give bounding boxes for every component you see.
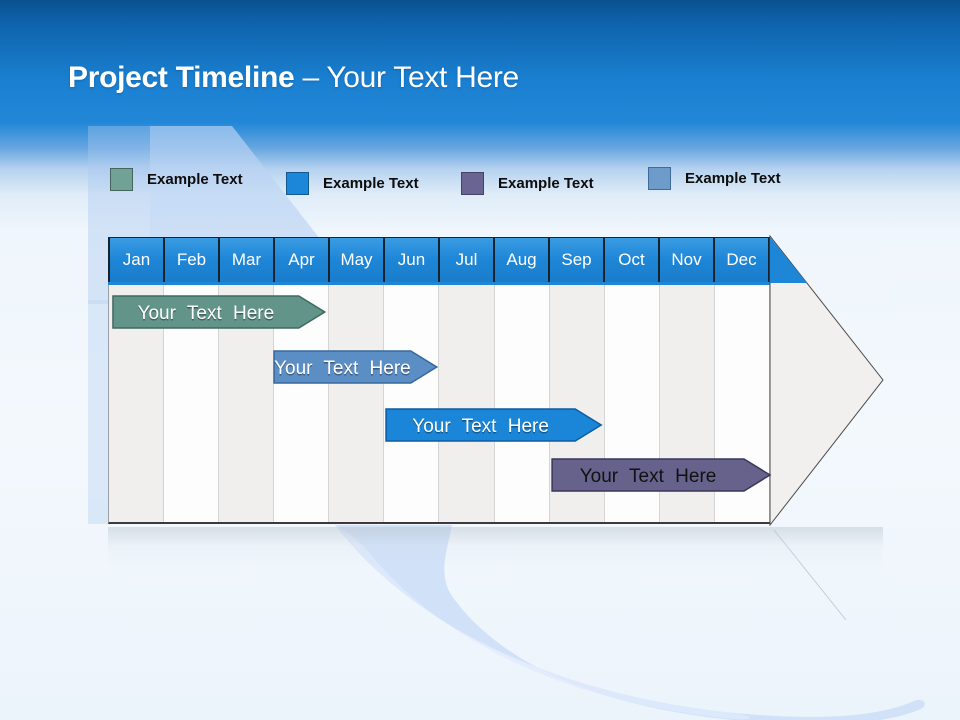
month-cell-oct: Oct [603, 238, 658, 282]
title-subtext: – Your Text Here [302, 61, 519, 94]
timeline-arrow-head[interactable] [769, 235, 885, 526]
legend-item-4[interactable]: Example Text [648, 167, 781, 190]
gantt-bar-2[interactable] [273, 350, 439, 384]
legend-swatch-teal [110, 168, 133, 191]
month-cell-may: May [328, 238, 383, 282]
month-cell-jun: Jun [383, 238, 438, 282]
month-cell-mar: Mar [218, 238, 273, 282]
legend-label: Example Text [147, 171, 243, 188]
timeline-column-jun [384, 285, 440, 522]
arrow-head-blue-wedge [770, 237, 807, 283]
month-cell-dec: Dec [713, 238, 770, 282]
title-bold: Project Timeline [68, 61, 295, 94]
month-cell-nov: Nov [658, 238, 713, 282]
timeline-column-jul [439, 285, 495, 522]
month-cell-apr: Apr [273, 238, 328, 282]
timeline-column-may [329, 285, 385, 522]
arrow-head-shape [769, 235, 884, 526]
legend-swatch-purple [461, 172, 484, 195]
legend-label: Example Text [685, 170, 781, 187]
month-cell-feb: Feb [163, 238, 218, 282]
legend-swatch-blue [286, 172, 309, 195]
gantt-bar-4[interactable] [551, 458, 772, 492]
month-cell-jan: Jan [108, 238, 163, 282]
month-cell-sep: Sep [548, 238, 603, 282]
gantt-bar-3[interactable] [385, 408, 603, 442]
legend-swatch-steel [648, 167, 671, 190]
timeline-column-aug [494, 285, 550, 522]
page-title[interactable]: Project Timeline – Your Text Here [68, 60, 519, 96]
timeline-header-underline [108, 282, 770, 285]
month-cell-aug: Aug [493, 238, 548, 282]
legend-item-1[interactable]: Example Text [110, 168, 243, 191]
table-reflection [108, 527, 883, 569]
month-cell-jul: Jul [438, 238, 493, 282]
gantt-bar-1[interactable] [112, 295, 327, 329]
legend-item-2[interactable]: Example Text [286, 172, 419, 195]
legend-item-3[interactable]: Example Text [461, 172, 594, 195]
legend-label: Example Text [498, 175, 594, 192]
legend-label: Example Text [323, 175, 419, 192]
